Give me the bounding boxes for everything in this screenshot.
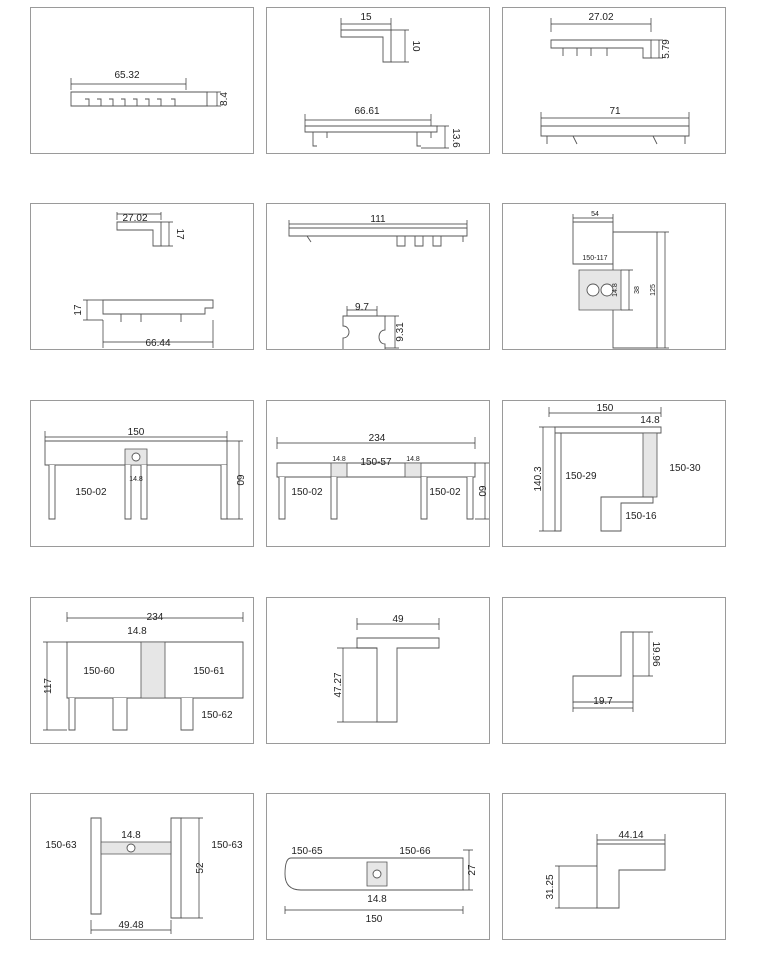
dimension-label: 27 (467, 864, 478, 876)
dimension-label: 17 (73, 304, 84, 316)
dimension-label: 47.27 (333, 672, 344, 697)
profile-cell-6: 54 150-117 38 14.8 125 (502, 203, 726, 350)
dimension-label: 66.61 (354, 106, 379, 117)
profile-cell-9: 150 14.8 140.3 150-29 150-30 150-16 (502, 400, 726, 547)
dimension-label: 150 (366, 914, 383, 925)
profile-cell-4: 27.02 17 17 66.44 (30, 203, 254, 350)
part-label: 150-61 (193, 666, 225, 677)
dimension-label: 9.31 (395, 322, 406, 342)
dimension-label: 140.3 (533, 466, 544, 491)
dimension-label: 14.8 (406, 456, 420, 463)
dimension-label: 10 (410, 40, 421, 52)
profile-cell-15: 44.14 31.25 (502, 793, 726, 940)
dimension-label: 49 (392, 614, 404, 625)
dimension-label: 15 (360, 12, 372, 23)
profile-cell-10: 234 14.8 117 150-60 150-61 150-62 (30, 597, 254, 744)
part-label: 150-02 (429, 487, 461, 498)
part-label: 150-65 (291, 846, 323, 857)
dimension-label: 49.48 (118, 920, 143, 931)
profile-cell-13: 150-63 14.8 52 150-63 49.48 (30, 793, 254, 940)
dimension-label: 38 (634, 286, 641, 294)
part-label: 150-30 (669, 463, 701, 474)
dimension-label: 14.8 (127, 626, 147, 637)
part-label: 150-62 (201, 710, 233, 721)
part-label: 150-66 (399, 846, 431, 857)
dimension-label: 9.7 (355, 302, 369, 313)
dimension-label: 125 (650, 284, 657, 296)
dimension-label: 27.02 (122, 213, 147, 224)
dimension-label: 71 (609, 106, 621, 117)
dimension-label: 14.8 (612, 283, 619, 297)
dimension-label: 117 (43, 678, 54, 694)
dimension-label: 60 (476, 485, 487, 497)
dimension-label: 14.8 (121, 830, 141, 841)
dimension-label: 5.79 (661, 39, 672, 59)
profile-cell-5: 111 9.7 9.31 (266, 203, 490, 350)
profile-cell-12: 19.96 19.7 (502, 597, 726, 744)
dimension-label: 234 (147, 612, 164, 623)
profile-cell-8: 234 14.8 14.8 150-57 150-02 150-02 60 (266, 400, 490, 547)
dimension-label: 150 (597, 403, 614, 414)
dimension-label: 19.7 (593, 696, 613, 707)
dimension-label: 17 (174, 228, 185, 240)
part-label: 150-29 (565, 471, 597, 482)
dimension-label: 66.44 (145, 338, 170, 349)
profile-cell-1: 65.32 8.4 (30, 7, 254, 154)
dimension-label: 14.8 (332, 456, 346, 463)
dimension-label: 52 (195, 862, 206, 874)
part-label: 150-02 (291, 487, 323, 498)
part-label: 150-63 (211, 840, 243, 851)
dimension-label: 54 (591, 211, 599, 218)
part-label: 150-02 (75, 487, 107, 498)
dimension-label: 13.6 (450, 128, 461, 148)
part-label: 150-57 (360, 457, 392, 468)
profile-cell-3: 27.02 5.79 71 (502, 7, 726, 154)
dimension-label: 14.8 (129, 476, 143, 483)
dimension-label: 27.02 (588, 12, 613, 23)
profile-cell-2: 15 10 66.61 13.6 (266, 7, 490, 154)
dimension-label: 14.8 (367, 894, 387, 905)
dimension-label: 31.25 (545, 874, 556, 899)
dimension-label: 150 (128, 427, 145, 438)
part-label: 150-16 (625, 511, 657, 522)
part-label: 150-63 (45, 840, 77, 851)
dimension-label: 14.8 (640, 415, 660, 426)
dimension-label: 60 (234, 474, 245, 486)
profile-cell-11: 49 47.27 (266, 597, 490, 744)
dimension-label: 44.14 (618, 830, 643, 841)
part-label: 150-117 (582, 255, 607, 262)
dimension-label: 234 (369, 433, 386, 444)
part-label: 150-60 (83, 666, 115, 677)
dimension-label: 8.4 (219, 92, 230, 106)
profile-cell-14: 150-65 150-66 27 14.8 150 (266, 793, 490, 940)
dimension-label: 19.96 (650, 641, 661, 666)
dimension-label: 111 (370, 214, 386, 225)
profile-cell-7: 150 14.8 150-02 60 (30, 400, 254, 547)
dimension-label: 65.32 (114, 70, 139, 81)
